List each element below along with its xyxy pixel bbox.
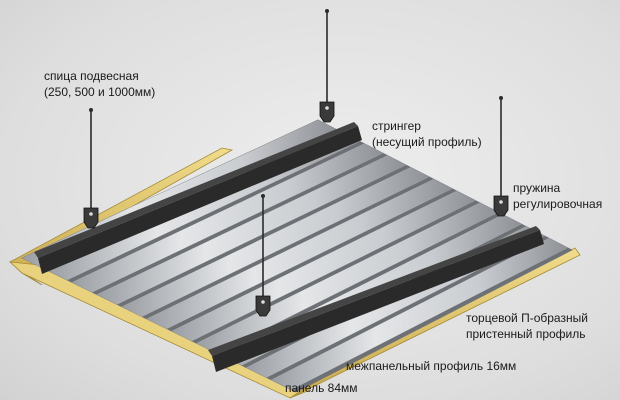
panel-strip bbox=[96, 155, 407, 305]
label-spring-line1: пружина bbox=[513, 181, 561, 195]
panel-strip bbox=[171, 190, 476, 342]
stringer-back bbox=[34, 122, 362, 274]
label-wall-profile-line1: торцевой П-образный bbox=[466, 311, 588, 325]
label-panel: панель 84мм bbox=[285, 381, 358, 395]
label-stringer: стрингер (несущий профиль) bbox=[372, 118, 482, 150]
interpanel-profile bbox=[67, 141, 365, 283]
spring-2 bbox=[319, 101, 335, 123]
spring-hangers bbox=[83, 101, 509, 317]
interpanel-profile bbox=[166, 188, 457, 332]
interpanel-profile bbox=[291, 247, 572, 392]
panel-strip bbox=[196, 202, 499, 354]
label-wall-profile: торцевой П-образный пристенный профиль bbox=[466, 310, 588, 342]
label-spring-line2: регулировочная bbox=[513, 197, 603, 211]
label-wall-profile-line2: пристенный профиль bbox=[466, 327, 586, 341]
label-hanger-rod: спица подвесная (250, 500 и 1000мм) bbox=[44, 68, 155, 100]
panel-strip bbox=[71, 143, 384, 293]
spring-1 bbox=[83, 207, 99, 229]
panel-strip bbox=[271, 238, 568, 390]
wall-profile-right bbox=[289, 247, 581, 399]
spring-4 bbox=[493, 195, 509, 217]
interpanel-profile bbox=[92, 153, 388, 295]
hanger-rods bbox=[90, 12, 502, 300]
spring-holes bbox=[89, 106, 503, 304]
hanger-rod-tips bbox=[89, 9, 503, 198]
panel-strip bbox=[121, 167, 430, 317]
label-hanger-rod-line2: (250, 500 и 1000мм) bbox=[44, 85, 156, 99]
label-spring: пружина регулировочная bbox=[513, 180, 602, 212]
label-hanger-rod-line1: спица подвесная bbox=[44, 69, 139, 83]
stringer-front bbox=[208, 226, 544, 372]
panel-strip bbox=[146, 179, 453, 329]
label-stringer-line1: стрингер bbox=[372, 119, 421, 133]
interpanel-profile bbox=[142, 176, 434, 319]
spring-3 bbox=[255, 295, 271, 317]
interpanel-profile bbox=[266, 236, 549, 380]
label-interpanel-profile: межпанельный профиль 16мм bbox=[346, 359, 517, 373]
label-stringer-line2: (несущий профиль) bbox=[372, 135, 482, 149]
